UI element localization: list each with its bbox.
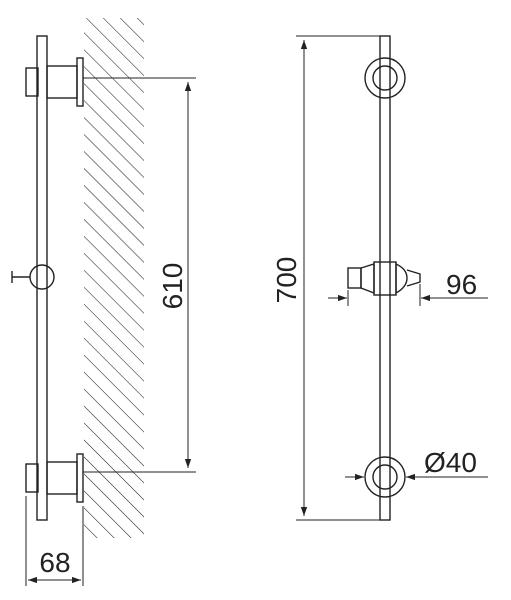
wall-hatch [84, 18, 144, 538]
side-view: 610 68 [11, 18, 196, 586]
side-top-bracket [25, 57, 84, 107]
dim-label-700: 700 [271, 257, 302, 304]
front-top-bracket [364, 57, 406, 99]
side-rail [36, 35, 48, 521]
dim-label-68: 68 [39, 547, 70, 578]
front-slider [347, 261, 421, 296]
side-slider [11, 264, 55, 290]
side-bottom-bracket [25, 453, 84, 503]
front-rail [379, 35, 391, 521]
dim-label-610: 610 [157, 263, 188, 310]
dim-label-40: Ø40 [424, 447, 477, 478]
front-bottom-bracket [364, 456, 406, 498]
front-view: 700 96 Ø40 [271, 35, 488, 521]
dim-label-96: 96 [446, 269, 477, 300]
